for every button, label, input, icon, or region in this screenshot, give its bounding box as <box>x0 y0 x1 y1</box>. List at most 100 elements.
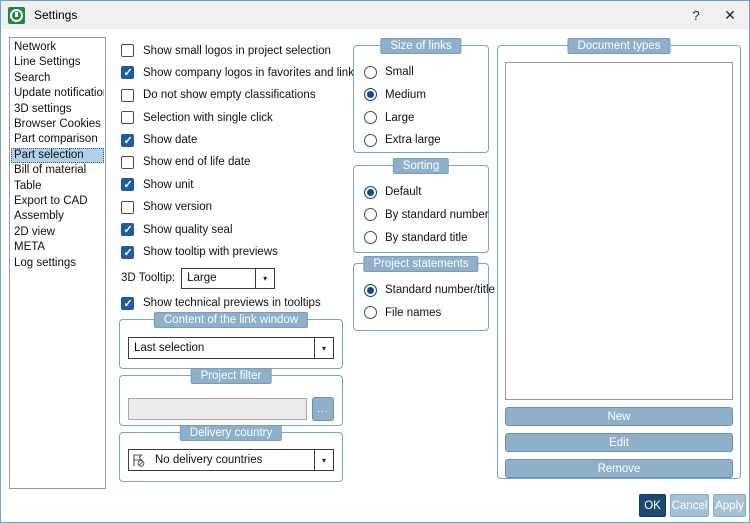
remove-button[interactable]: Remove <box>505 459 733 478</box>
close-button[interactable]: ✕ <box>724 6 736 23</box>
radio-by-standard-number[interactable]: By standard number <box>364 208 489 222</box>
checkbox-box[interactable] <box>121 296 134 310</box>
checkbox-box[interactable] <box>121 245 134 259</box>
sidebar-item-browser-cookies[interactable]: Browser Cookies <box>14 118 101 131</box>
3d-tooltip-row: 3D Tooltip: Large ▾ <box>121 267 360 289</box>
checkbox-box[interactable] <box>121 200 134 214</box>
radio-large[interactable]: Large <box>364 111 478 125</box>
radio-button[interactable] <box>364 65 377 79</box>
checkbox-box[interactable] <box>121 178 134 192</box>
radio-file-names[interactable]: File names <box>364 306 478 320</box>
radio-button[interactable] <box>364 133 377 147</box>
edit-button[interactable]: Edit <box>505 433 733 452</box>
checkbox-show-version[interactable]: Show version <box>121 200 360 214</box>
sidebar-item-export-to-cad[interactable]: Export to CAD <box>14 195 88 208</box>
checkbox-show-end-of-life-date[interactable]: Show end of life date <box>121 155 360 169</box>
radio-extra-large[interactable]: Extra large <box>364 133 478 147</box>
radio-label: Medium <box>385 88 426 101</box>
checkbox-box[interactable] <box>121 133 134 147</box>
link-window-group: Content of the link window Last selectio… <box>119 312 343 369</box>
checkbox-technical-previews[interactable]: Show technical previews in tooltips <box>121 296 360 310</box>
checkbox-box[interactable] <box>121 88 134 102</box>
checkbox-show-small-logos[interactable]: Show small logos in project selection <box>121 44 360 57</box>
radio-standard-number-title[interactable]: Standard number/title <box>364 283 495 297</box>
cancel-button[interactable]: Cancel <box>670 494 709 517</box>
radio-label: Large <box>385 111 415 124</box>
checkbox-box[interactable] <box>121 66 134 80</box>
checkbox-box[interactable] <box>121 223 134 237</box>
checkbox-label: Do not show empty classifications <box>143 89 316 102</box>
checkbox-label: Show end of life date <box>143 156 251 169</box>
group-title: Document types <box>567 38 671 54</box>
delivery-country-group: Delivery country No delivery countries ▾ <box>119 425 343 482</box>
project-statements-group: Project statements Standard number/title… <box>353 256 495 331</box>
radio-button[interactable] <box>364 283 377 297</box>
checkbox-show-tooltip-previews[interactable]: Show tooltip with previews <box>121 245 360 259</box>
link-window-dropdown[interactable]: Last selection ▾ <box>128 337 334 359</box>
titlebar: Settings <box>1 1 749 29</box>
window-title: Settings <box>34 8 78 22</box>
radio-button[interactable] <box>364 306 377 320</box>
radio-button[interactable] <box>364 208 377 222</box>
radio-label: Small <box>385 66 414 78</box>
checkbox-box[interactable] <box>121 44 134 57</box>
project-filter-input[interactable] <box>128 398 307 420</box>
ok-button[interactable]: OK <box>639 494 666 517</box>
radio-label: File names <box>385 306 442 319</box>
help-button[interactable]: ? <box>692 7 700 23</box>
checkbox-label: Show technical previews in tooltips <box>143 297 321 310</box>
checkbox-show-company-logos[interactable]: Show company logos in favorites and link… <box>121 66 360 80</box>
checkbox-label: Show small logos in project selection <box>143 44 331 57</box>
radio-by-standard-title[interactable]: By standard title <box>364 231 478 245</box>
delivery-country-dropdown[interactable]: No delivery countries ▾ <box>128 449 334 471</box>
group-title: Content of the link window <box>153 312 309 328</box>
checkbox-show-unit[interactable]: Show unit <box>121 178 360 192</box>
radio-small[interactable]: Small <box>364 65 478 79</box>
radio-label: Default <box>385 186 422 198</box>
radio-label: By standard title <box>385 231 468 244</box>
sidebar-item-log-settings[interactable]: Log settings <box>14 256 77 269</box>
app-logo-icon <box>8 6 25 24</box>
checkbox-box[interactable] <box>121 155 134 169</box>
checkbox-show-date[interactable]: Show date <box>121 133 360 147</box>
group-title: Delivery country <box>179 425 283 441</box>
sidebar-item-network[interactable]: Network <box>14 41 57 53</box>
sidebar-item-line-settings[interactable]: Line Settings <box>14 56 81 69</box>
radio-button[interactable] <box>364 231 377 245</box>
radio-button[interactable] <box>364 111 377 125</box>
radio-default[interactable]: Default <box>364 185 478 199</box>
radio-button[interactable] <box>364 185 377 199</box>
group-title: Sorting <box>392 158 450 174</box>
radio-medium[interactable]: Medium <box>364 88 478 102</box>
sidebar-item-update-notification[interactable]: Update notification <box>14 87 104 100</box>
project-filter-group: Project filter ... <box>119 368 343 426</box>
checkbox-no-empty-classifications[interactable]: Do not show empty classifications <box>121 88 360 102</box>
checkbox-single-click-selection[interactable]: Selection with single click <box>121 111 360 125</box>
document-types-list[interactable] <box>505 62 733 400</box>
sidebar-item-table[interactable]: Table <box>14 179 42 192</box>
sidebar-item-2d-view[interactable]: 2D view <box>14 225 55 238</box>
group-title: Size of links <box>380 38 462 54</box>
3d-tooltip-value: Large <box>187 272 217 285</box>
sidebar-item-meta[interactable]: META <box>14 241 46 254</box>
chevron-down-icon[interactable]: ▾ <box>314 338 333 358</box>
sidebar-item-part-selection[interactable]: Part selection <box>11 147 104 164</box>
sidebar-item-bill-of-material[interactable]: Bill of material <box>14 164 87 177</box>
checkbox-show-quality-seal[interactable]: Show quality seal <box>121 223 360 237</box>
document-types-group: Document types New Edit Remove <box>497 38 741 479</box>
chevron-down-icon[interactable]: ▾ <box>314 450 333 470</box>
radio-button[interactable] <box>364 88 377 102</box>
sidebar-item-3d-settings[interactable]: 3D settings <box>14 102 72 115</box>
sidebar-item-search[interactable]: Search <box>14 71 51 84</box>
no-delivery-flag-icon <box>131 450 145 470</box>
browse-button[interactable]: ... <box>312 397 334 421</box>
group-title: Project statements <box>363 256 479 272</box>
new-button[interactable]: New <box>505 407 733 426</box>
sidebar-item-part-comparison[interactable]: Part comparison <box>14 133 98 146</box>
sidebar-item-assembly[interactable]: Assembly <box>14 210 64 223</box>
chevron-down-icon[interactable]: ▾ <box>255 268 274 288</box>
apply-button[interactable]: Apply <box>713 494 746 517</box>
3d-tooltip-dropdown[interactable]: Large ▾ <box>181 267 276 289</box>
checkbox-box[interactable] <box>121 111 134 125</box>
